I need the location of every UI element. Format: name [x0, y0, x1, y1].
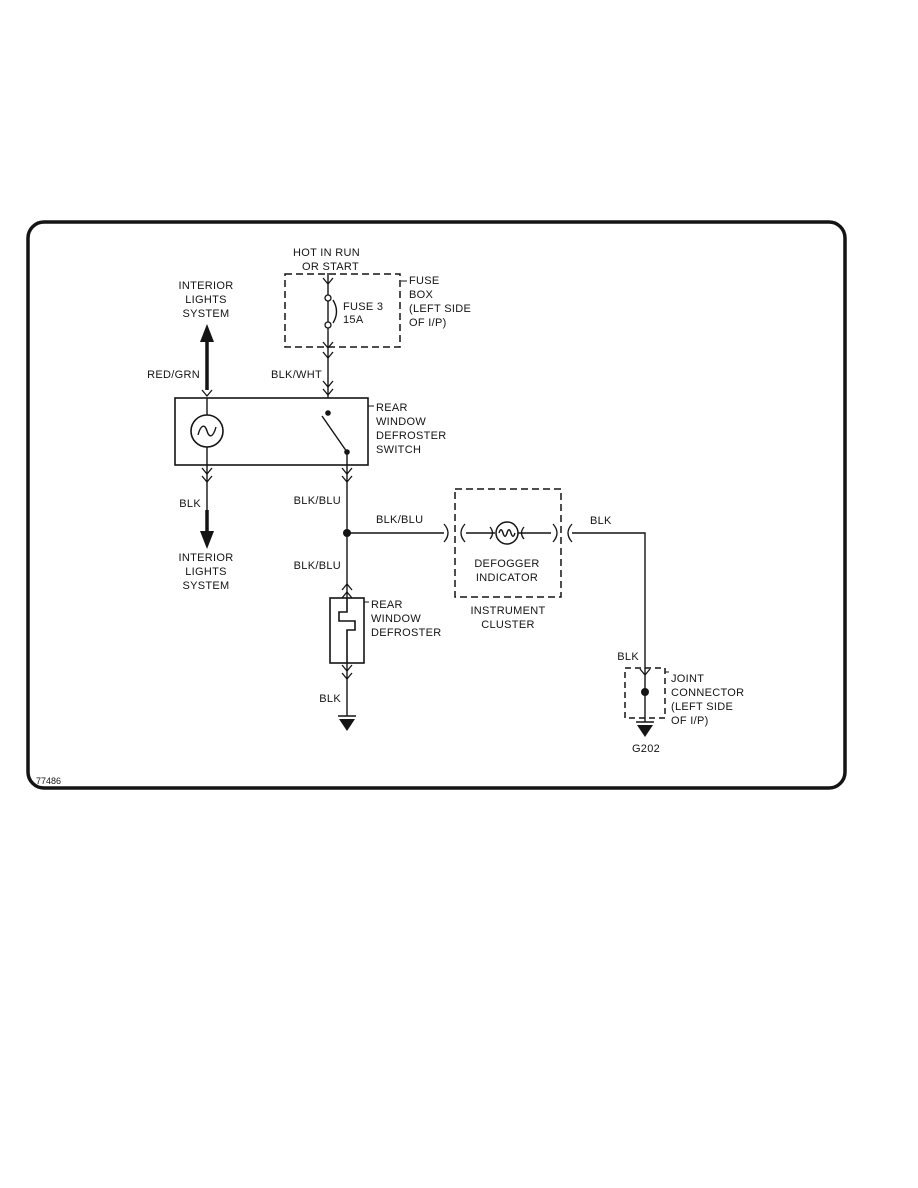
rear-defroster-label-line3: DEFROSTER — [371, 627, 442, 639]
interior-lights-bottom-line3: SYSTEM — [182, 580, 229, 592]
connector-chevron-icon — [322, 380, 334, 389]
connector-plug-icon — [567, 523, 573, 543]
defogger-indicator-label-line2: INDICATOR — [476, 572, 538, 584]
ground-icon — [637, 725, 653, 737]
connector-chevron-icon — [341, 664, 353, 673]
switch-label-line2: WINDOW — [376, 416, 426, 428]
fuse-box-label-line2: BOX — [409, 289, 433, 301]
indicator-coil-icon — [498, 529, 516, 537]
connector-chevron-icon — [201, 389, 213, 398]
interior-lights-bottom-line1: INTERIOR — [179, 552, 234, 564]
connector-chevron-up-icon — [341, 582, 353, 591]
switch-blade-icon — [321, 415, 348, 453]
fuse-curve-icon — [332, 299, 338, 324]
defroster-element-icon — [338, 598, 356, 663]
wire-label-red-grn: RED/GRN — [147, 369, 200, 381]
wire-label-blk-blu-upper: BLK/BLU — [294, 495, 341, 507]
connector-socket-icon — [552, 523, 558, 543]
defroster-switch-component: REAR WINDOW DEFROSTER SWITCH — [174, 397, 447, 466]
connector-chevron-icon — [322, 341, 334, 350]
connector-chevron-icon — [201, 475, 213, 484]
wire-label-blk-right-vertical: BLK — [617, 651, 639, 663]
defogger-indicator-label-line1: DEFOGGER — [474, 558, 539, 570]
fuse-terminal-top — [324, 294, 332, 302]
wire-label-blk-right-horizontal: BLK — [590, 515, 612, 527]
figure-number: 77486 — [36, 776, 61, 786]
interior-lights-top-line2: LIGHTS — [185, 294, 227, 306]
instrument-cluster-component: DEFOGGER INDICATOR INSTRUMENT CLUSTER — [454, 488, 562, 631]
interior-lights-top-line3: SYSTEM — [182, 308, 229, 320]
switch-terminal-top — [325, 410, 331, 416]
rear-defroster-component: REAR WINDOW DEFROSTER BLK — [319, 597, 442, 731]
wire-blk-wht: BLK/WHT — [271, 328, 334, 398]
fuse-terminal-bottom — [324, 321, 332, 329]
wire-label-blk-bottom: BLK — [319, 693, 341, 705]
lamp-filament-icon — [197, 425, 217, 437]
fuse-box-label-line3: (LEFT SIDE — [409, 303, 471, 315]
connector-chevron-icon — [341, 467, 353, 476]
fuse-box-component: HOT IN RUN OR START FUSE 3 15A FUSE BOX … — [284, 247, 471, 348]
switch-label-line1: REAR — [376, 402, 408, 414]
interior-lights-top-line1: INTERIOR — [179, 280, 234, 292]
connector-chevron-icon — [341, 475, 353, 484]
wire-label-blk-left: BLK — [179, 498, 201, 510]
connector-plug-icon — [460, 523, 466, 543]
connector-chevron-icon — [322, 277, 334, 286]
fuse-box-outline — [284, 273, 401, 348]
rear-defroster-label-line1: REAR — [371, 599, 403, 611]
connector-socket-icon — [443, 523, 449, 543]
arrow-up-icon — [200, 324, 214, 342]
wire-label-blk-wht: BLK/WHT — [271, 369, 322, 381]
ground-icon — [339, 719, 355, 731]
switch-label-line4: SWITCH — [376, 444, 421, 456]
connector-chevron-icon — [341, 672, 353, 681]
fuse-box-label-line1: FUSE — [409, 275, 440, 287]
instrument-cluster-outline — [454, 488, 562, 598]
ground-label-g202: G202 — [632, 743, 660, 755]
joint-connector-label-line4: OF I/P) — [671, 715, 709, 727]
interior-lights-bottom-line2: LIGHTS — [185, 566, 227, 578]
connector-chevron-icon — [322, 388, 334, 397]
wire-blk-blu-run: BLK/BLU BLK/BLU BLK/BLU — [294, 465, 466, 599]
connector-chevron-icon — [322, 351, 334, 360]
power-note-line2: OR START — [302, 261, 359, 273]
joint-connector-dot — [641, 688, 649, 696]
fuse-name: FUSE 3 — [343, 301, 383, 313]
joint-connector-label-line2: CONNECTOR — [671, 687, 744, 699]
arrow-down-icon — [200, 531, 214, 549]
wire-label-blk-blu-lower: BLK/BLU — [294, 560, 341, 572]
joint-connector-label-line3: (LEFT SIDE — [671, 701, 733, 713]
joint-connector-label-line1: JOINT — [671, 673, 704, 685]
wire-label-blk-blu-horizontal: BLK/BLU — [376, 514, 423, 526]
diagram-border — [26, 220, 847, 790]
fuse-box-label-line4: OF I/P) — [409, 317, 447, 329]
connector-chevron-up-icon — [341, 590, 353, 599]
ground-path-right: BLK BLK JOINT CONNECTOR (LEFT SIDE OF I/… — [552, 515, 744, 755]
fuse-rating: 15A — [343, 314, 364, 326]
interior-lights-system-top: INTERIOR LIGHTS SYSTEM RED/GRN — [147, 280, 234, 398]
rear-defroster-label-line2: WINDOW — [371, 613, 421, 625]
instrument-cluster-label-line1: INSTRUMENT — [470, 605, 545, 617]
instrument-cluster-label-line2: CLUSTER — [481, 619, 534, 631]
power-note-line1: HOT IN RUN — [293, 247, 360, 259]
lamp-socket-left-icon — [489, 526, 494, 540]
wire-cluster-to-joint — [572, 532, 646, 668]
connector-chevron-icon — [201, 467, 213, 476]
defroster-switch-outline — [174, 397, 369, 466]
switch-label-line3: DEFROSTER — [376, 430, 447, 442]
interior-lights-system-bottom: BLK INTERIOR LIGHTS SYSTEM — [179, 465, 234, 592]
